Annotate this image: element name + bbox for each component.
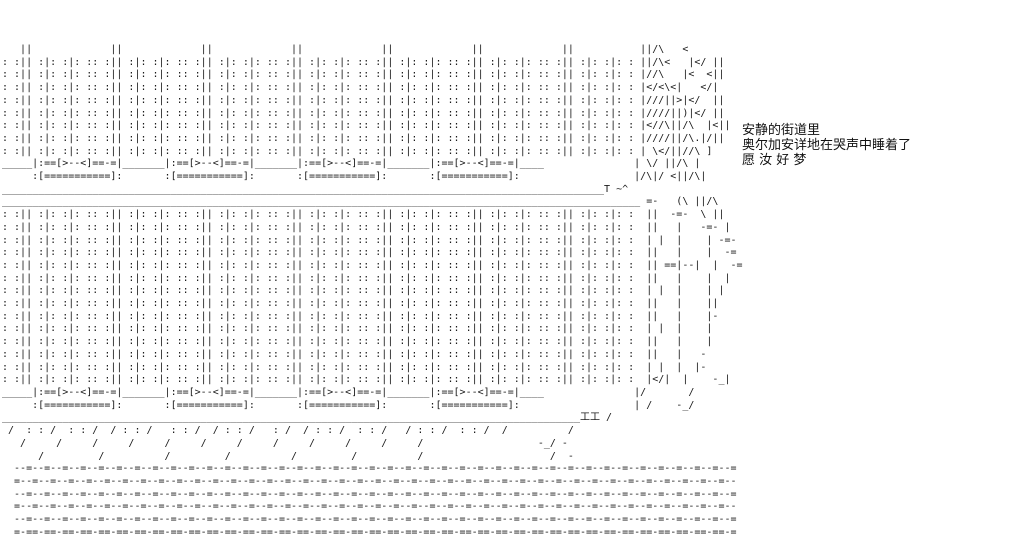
dialogue-line-3: 愿 汝 好 梦 (742, 153, 807, 168)
dialogue-line-1: 安静的街道里 (742, 123, 821, 138)
dialogue-line-2: 奥尔加安详地在哭声中睡着了 (742, 138, 912, 153)
